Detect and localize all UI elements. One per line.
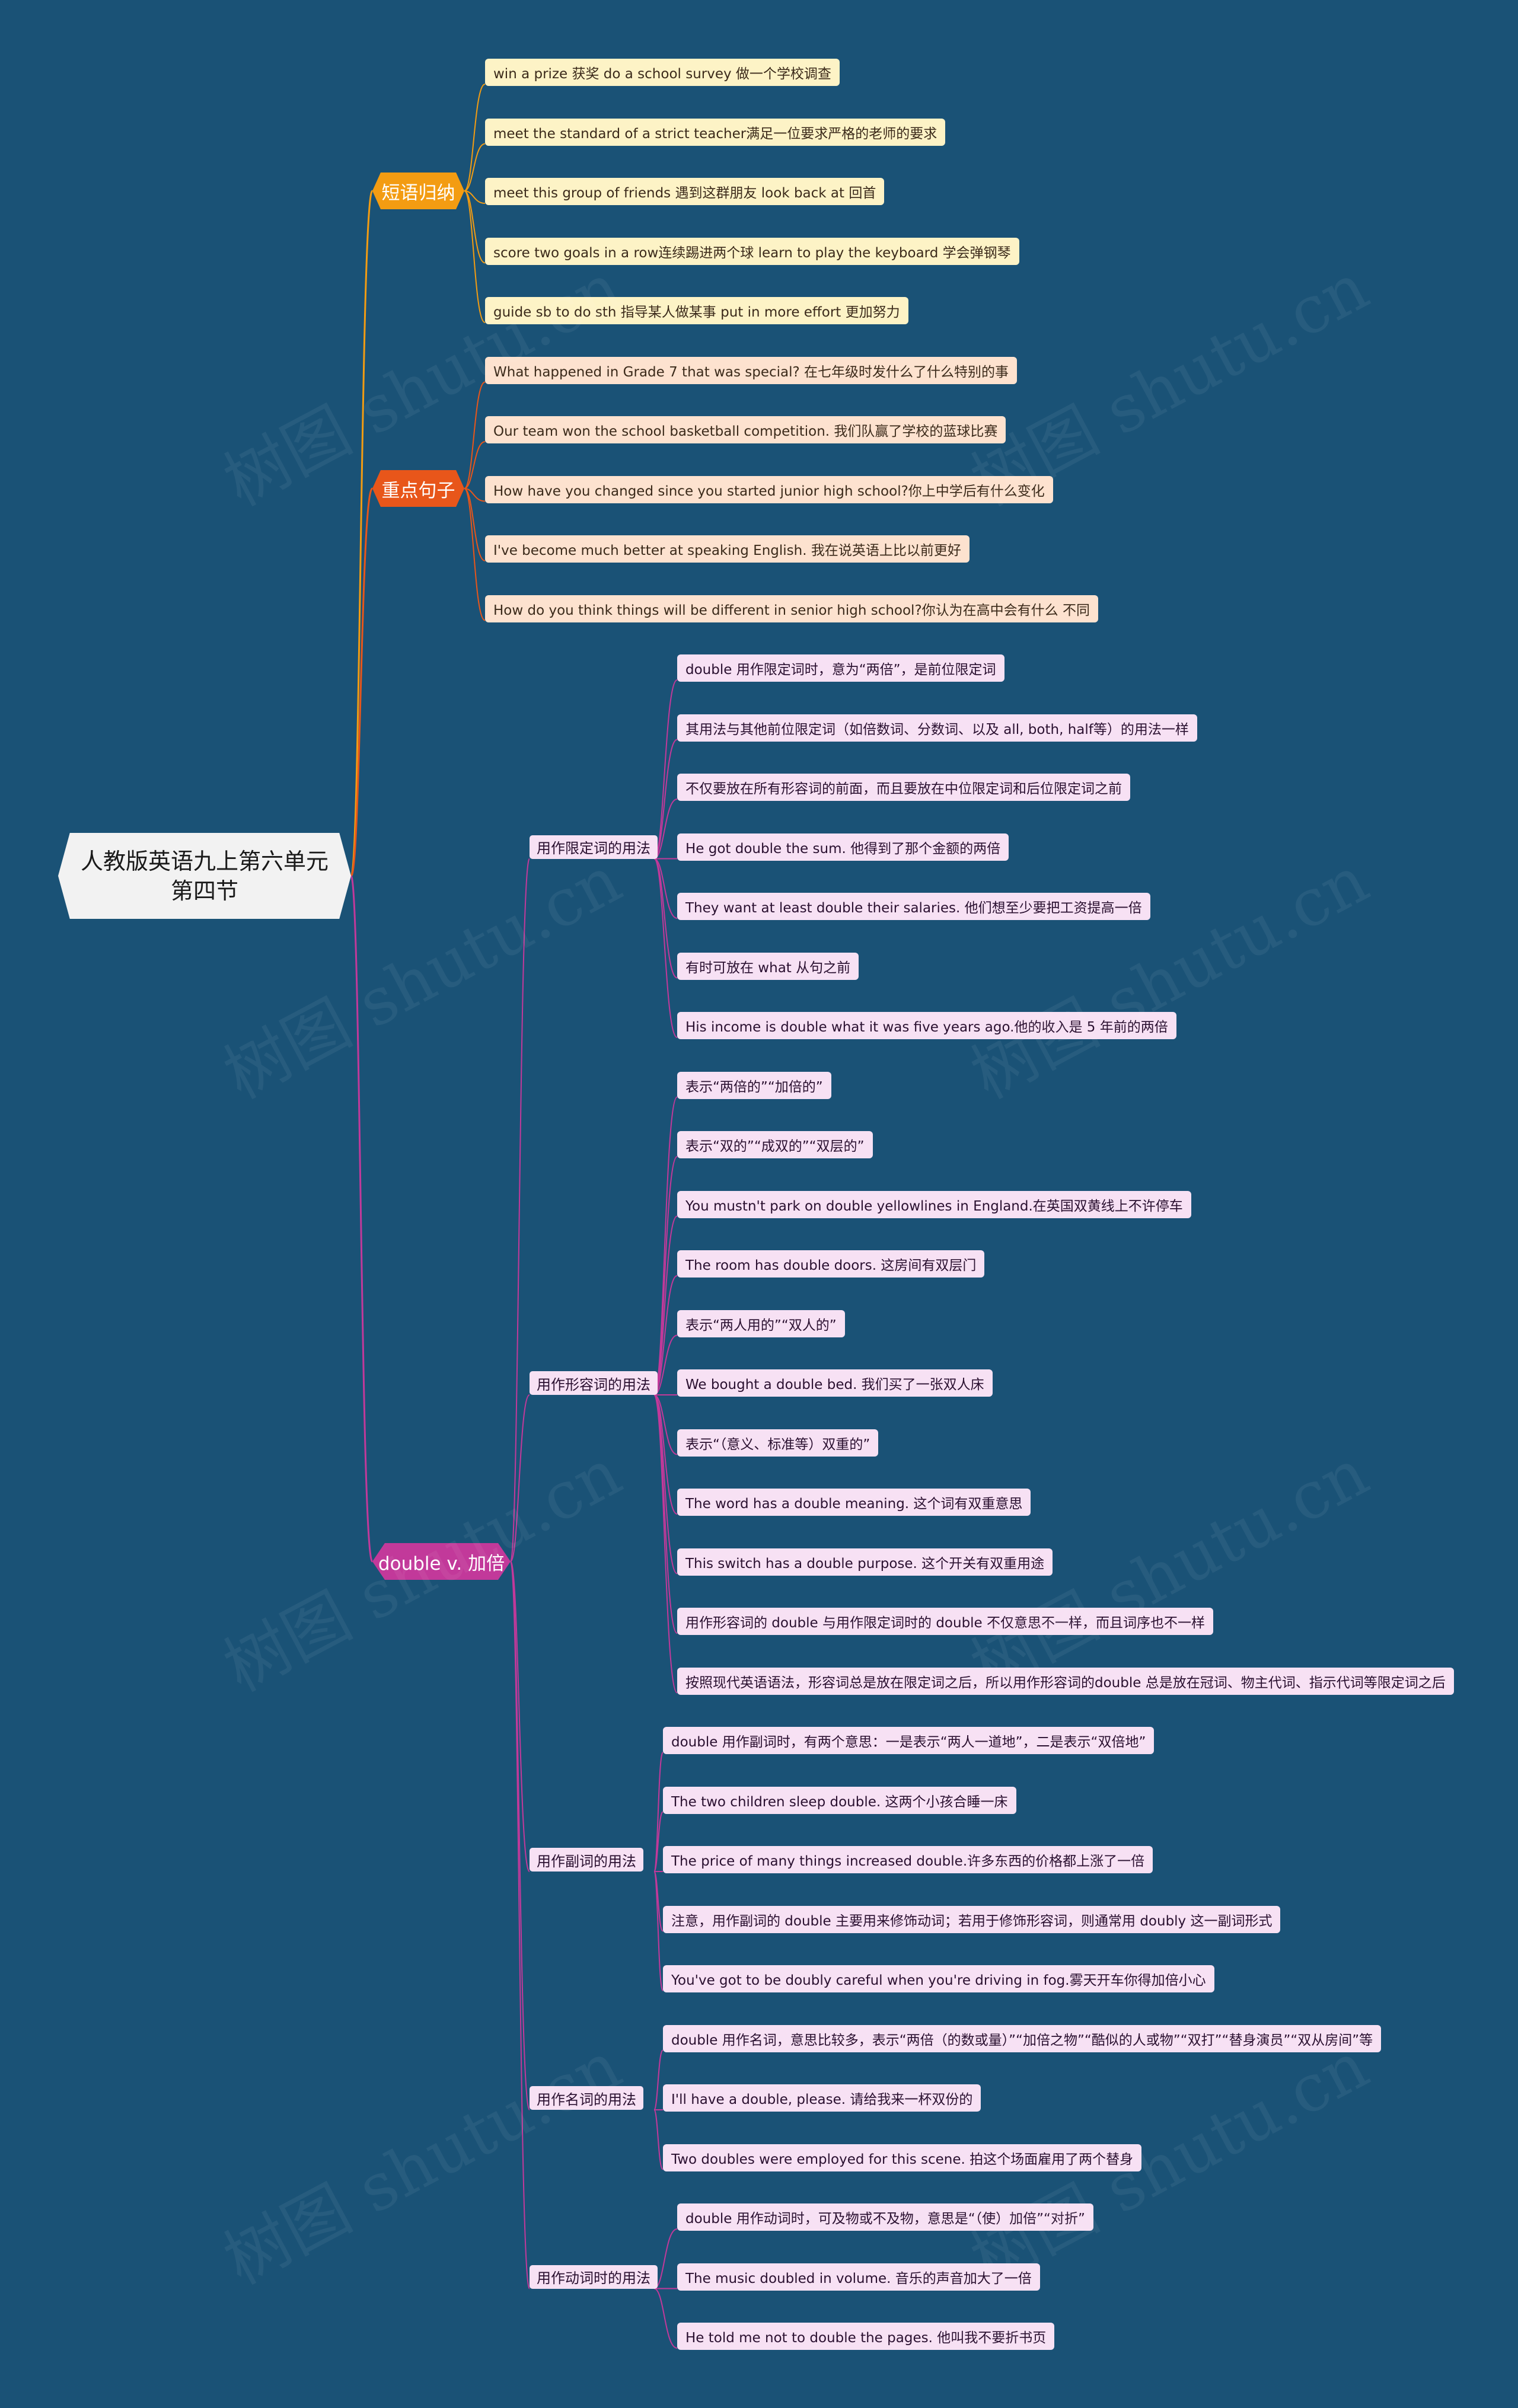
double-item[interactable]: The word has a double meaning. 这个词有双重意思 xyxy=(677,1489,1031,1516)
connector-double-item xyxy=(653,1752,664,1872)
connector-double-item xyxy=(653,858,678,919)
connector-double-item xyxy=(653,1394,678,1694)
double-node[interactable]: double v. 加倍 xyxy=(372,1543,511,1580)
connector-double-item xyxy=(653,858,678,979)
double-item[interactable]: 按照现代英语语法，形容词总是放在限定词之后，所以用作形容词的double 总是放… xyxy=(677,1667,1454,1695)
connector-double-item xyxy=(653,1811,664,1872)
phrase-item[interactable]: guide sb to do sth 指导某人做某事 put in more e… xyxy=(485,297,908,324)
double-item[interactable]: This switch has a double purpose. 这个开关有双… xyxy=(677,1548,1053,1576)
connector-double-item xyxy=(653,2049,664,2110)
connector-phrase xyxy=(464,190,486,264)
double-item[interactable]: 注意，用作副词的 double 主要用来修饰动词；若用于修饰形容词，则通常用 d… xyxy=(663,1905,1281,1933)
connector-phrase xyxy=(464,84,486,191)
double-item[interactable]: The music doubled in volume. 音乐的声音加大了一倍 xyxy=(677,2263,1040,2291)
connector-phrase xyxy=(464,143,486,191)
double-item[interactable]: The room has double doors. 这房间有双层门 xyxy=(677,1250,985,1278)
double-item[interactable]: 表示“两倍的”“加倍的” xyxy=(677,1071,831,1099)
connector-double-group xyxy=(510,1394,530,1562)
double-item[interactable]: 表示“双的”“成双的”“双层的” xyxy=(677,1131,873,1158)
double-item[interactable]: Two doubles were employed for this scene… xyxy=(663,2144,1142,2171)
connector-double-item xyxy=(653,679,678,860)
double-item[interactable]: His income is double what it was five ye… xyxy=(677,1012,1176,1039)
connector-double-group xyxy=(510,1561,530,2110)
double-item[interactable]: They want at least double their salaries… xyxy=(677,893,1150,920)
double-item[interactable]: The two children sleep double. 这两个小孩合睡一床 xyxy=(663,1786,1016,1814)
connector-double-item xyxy=(653,2109,664,2170)
connector-double-group xyxy=(510,858,530,1562)
phrase-item[interactable]: score two goals in a row连续踢进两个球 learn to… xyxy=(485,237,1019,265)
double-item[interactable]: He got double the sum. 他得到了那个金额的两倍 xyxy=(677,833,1009,861)
sentence-item[interactable]: How do you think things will be differen… xyxy=(485,595,1098,622)
connector-phrase xyxy=(464,190,486,323)
connector-sentence xyxy=(464,488,486,502)
root-node[interactable]: 人教版英语九上第六单元第四节 xyxy=(58,833,351,919)
double-item[interactable]: 表示“（意义、标准等）双重的” xyxy=(677,1429,879,1457)
phrase-item[interactable]: win a prize 获奖 do a school survey 做一个学校调… xyxy=(485,59,840,86)
connector-double-item xyxy=(653,1394,678,1455)
connector-double-item xyxy=(653,1215,678,1395)
sentence-item[interactable]: I've become much better at speaking Engl… xyxy=(485,535,970,563)
connector-root-sentences xyxy=(350,487,374,877)
sentence-item[interactable]: What happened in Grade 7 that was specia… xyxy=(485,356,1018,384)
connector-double-item xyxy=(653,1096,678,1395)
connector-double-group xyxy=(510,1561,530,1872)
sentences-node[interactable]: 重点句子 xyxy=(372,470,464,507)
connector-root-double xyxy=(350,875,374,1563)
double-group-label[interactable]: 用作动词时的用法 xyxy=(530,2265,658,2289)
double-item[interactable]: We bought a double bed. 我们买了一张双人床 xyxy=(677,1369,993,1397)
double-item[interactable]: He told me not to double the pages. 他叫我不… xyxy=(677,2323,1055,2350)
phrase-item[interactable]: meet the standard of a strict teacher满足一… xyxy=(485,118,946,146)
connector-double-group xyxy=(510,1561,530,2289)
double-item[interactable]: 表示“两人用的”“双人的” xyxy=(677,1310,845,1337)
double-item[interactable]: 用作形容词的 double 与用作限定词时的 double 不仅意思不一样，而且… xyxy=(677,1608,1214,1635)
double-item[interactable]: double 用作副词时，有两个意思：一是表示“两人一道地”，二是表示“双倍地” xyxy=(663,1727,1155,1754)
double-title: double v. 加倍 xyxy=(378,1553,505,1575)
sentence-item[interactable]: Our team won the school basketball compe… xyxy=(485,416,1006,443)
phrases-node[interactable]: 短语归纳 xyxy=(372,173,464,209)
double-group-label[interactable]: 用作名词的用法 xyxy=(530,2086,643,2110)
phrase-item[interactable]: meet this group of friends 遇到这群朋友 look b… xyxy=(485,178,885,205)
connector-double-item xyxy=(653,1394,678,1575)
double-group-label[interactable]: 用作形容词的用法 xyxy=(530,1371,658,1395)
connector-double-item xyxy=(653,1394,678,1515)
double-group-label[interactable]: 用作副词的用法 xyxy=(530,1848,643,1872)
sentence-item[interactable]: How have you changed since you started j… xyxy=(485,475,1053,503)
connector-double-item xyxy=(653,858,678,1038)
double-item[interactable]: You've got to be doubly careful when you… xyxy=(663,1965,1214,1992)
double-group-label[interactable]: 用作限定词的用法 xyxy=(530,835,658,859)
double-item[interactable]: 有时可放在 what 从句之前 xyxy=(677,952,859,980)
connector-sentence xyxy=(464,488,486,561)
double-item[interactable]: 其用法与其他前位限定词（如倍数词、分数词、以及 all, both, half等… xyxy=(677,714,1197,742)
root-title: 人教版英语九上第六单元第四节 xyxy=(80,848,329,904)
connector-double-item xyxy=(653,1871,664,1991)
double-item[interactable]: double 用作动词时，可及物或不及物，意思是“（使）加倍”“对折” xyxy=(677,2203,1093,2231)
connector-root-phrases xyxy=(350,190,374,877)
connector-sentence xyxy=(464,441,486,489)
double-item[interactable]: double 用作名词，意思比较多，表示“两倍（的数或量）”“加倍之物”“酷似的… xyxy=(663,2024,1382,2052)
double-item[interactable]: double 用作限定词时，意为“两倍”，是前位限定词 xyxy=(677,654,1004,682)
double-item[interactable]: The price of many things increased doubl… xyxy=(663,1846,1153,1873)
double-item[interactable]: You mustn't park on double yellowlines i… xyxy=(677,1190,1191,1218)
connector-phrase xyxy=(464,190,486,204)
connector-sentence xyxy=(464,488,486,621)
phrases-title: 短语归纳 xyxy=(381,182,455,204)
connector-double-item xyxy=(653,2288,678,2349)
double-item[interactable]: 不仅要放在所有形容词的前面，而且要放在中位限定词和后位限定词之前 xyxy=(677,774,1130,801)
connector-sentence xyxy=(464,381,486,489)
double-item[interactable]: I'll have a double, please. 请给我来一杯双份的 xyxy=(663,2084,981,2112)
sentences-title: 重点句子 xyxy=(381,480,455,502)
